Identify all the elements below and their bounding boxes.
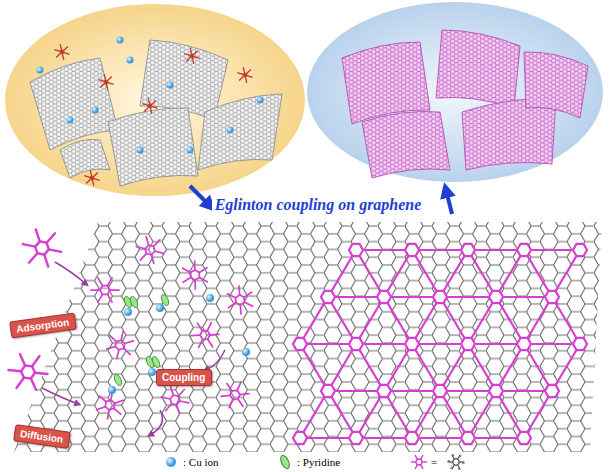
monomer [221, 382, 249, 407]
monomer [91, 278, 119, 302]
legend-swatch [408, 453, 430, 471]
cu-ion [67, 117, 74, 124]
monomer-asterisk [54, 44, 69, 60]
cu-ion [92, 107, 99, 114]
cu-ion [137, 147, 144, 154]
cu-ion [187, 147, 194, 154]
molecule-structure [441, 453, 471, 471]
monomer [8, 354, 47, 390]
reactant-ellipse [5, 4, 305, 196]
legend-entry: = [408, 453, 471, 471]
cu-ion [37, 67, 44, 74]
cu-ion [127, 57, 134, 64]
graphene-sheet [524, 52, 588, 118]
cu-ion [117, 37, 124, 44]
monomer [136, 237, 163, 264]
cu-ion [227, 127, 234, 134]
pyridine [151, 355, 162, 368]
product-ellipse [307, 2, 603, 182]
legend-swatch [274, 453, 296, 471]
graphene-sheet [60, 139, 110, 178]
diffusion-arrow [55, 262, 86, 284]
graphene-sheet [198, 94, 282, 170]
diffusion-arrow [206, 350, 225, 370]
graphene-sheet [462, 98, 556, 170]
legend-text: : Cu ion [182, 456, 219, 468]
monomer [191, 323, 219, 348]
step-text: Coupling [162, 371, 206, 384]
legend-swatch [160, 453, 182, 471]
legend-entry: : Pyridine [274, 453, 341, 471]
process-arrow [190, 186, 210, 206]
monomer [23, 229, 61, 266]
covalent-network [293, 244, 587, 444]
legend-text: = [430, 456, 438, 468]
legend-text: : Pyridine [296, 456, 341, 468]
pyridine [129, 295, 140, 308]
monomer [161, 387, 188, 414]
diffusion-arrow [42, 388, 78, 404]
cu-ion [156, 304, 164, 312]
monomer-asterisk [98, 74, 113, 90]
legend-entry: : Cu ion [160, 453, 219, 471]
graphene-sheet [436, 30, 520, 108]
cu-ion [257, 97, 264, 104]
process-arrow [446, 190, 452, 214]
cu-ion [242, 348, 250, 356]
cu-ion [124, 308, 132, 316]
monomer-asterisk [184, 48, 199, 64]
monomer [97, 391, 123, 419]
step-label: Coupling [156, 369, 212, 386]
diagram-title: Eglinton coupling on graphene [212, 196, 425, 214]
diffusion-arrow [150, 410, 162, 435]
graphene-sheet [362, 111, 450, 178]
cu-ion [108, 386, 116, 394]
cu-ion [148, 368, 156, 376]
cu-ion [167, 82, 174, 89]
graphene-sheet [108, 108, 198, 186]
monomer-asterisk [237, 67, 252, 83]
cu-ion [206, 294, 214, 302]
monomer [227, 286, 252, 314]
monomer-asterisk [84, 170, 99, 186]
monomer [107, 331, 134, 358]
monomer [183, 261, 208, 289]
monomer-asterisk [142, 98, 157, 114]
pyridine [113, 373, 124, 386]
graphene-substrate [14, 222, 602, 452]
graphene-sheet [30, 58, 118, 150]
